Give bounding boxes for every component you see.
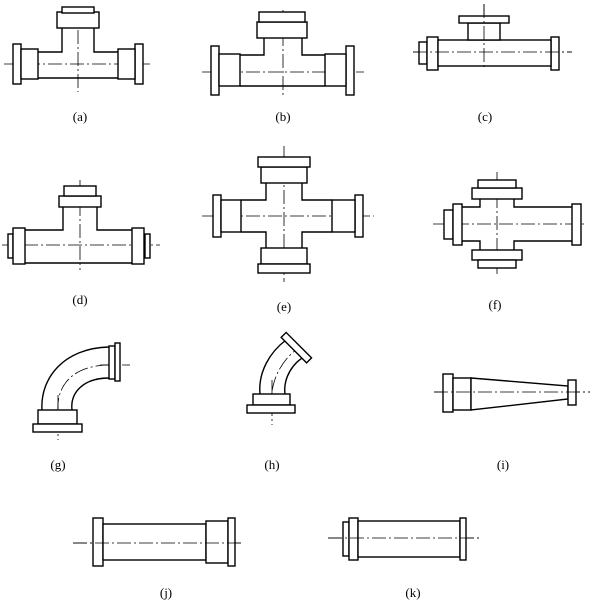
fitting-d-tee — [2, 180, 160, 270]
label-b: (b) — [275, 109, 291, 124]
fitting-h-elbow-45 — [246, 331, 313, 425]
fitting-e-cross — [202, 146, 374, 282]
label-e: (e) — [276, 299, 292, 314]
label-j: (j) — [159, 585, 173, 600]
label-i: (i) — [496, 457, 510, 472]
fitting-i-reducer — [434, 373, 590, 413]
fitting-k-pipe — [328, 517, 480, 561]
label-c: (c) — [477, 109, 493, 124]
fitting-c-tee — [413, 4, 572, 71]
label-k: (k) — [405, 585, 421, 600]
label-h: (h) — [264, 457, 280, 472]
label-f: (f) — [488, 297, 502, 312]
label-a: (a) — [72, 109, 88, 124]
label-g: (g) — [50, 457, 66, 472]
fitting-a-tee — [4, 6, 152, 92]
fitting-b-tee — [202, 10, 364, 96]
fitting-f-cross — [433, 172, 586, 276]
fitting-j-pipe — [73, 517, 243, 567]
fitting-g-elbow-90 — [32, 342, 130, 440]
label-d: (d) — [72, 292, 88, 307]
